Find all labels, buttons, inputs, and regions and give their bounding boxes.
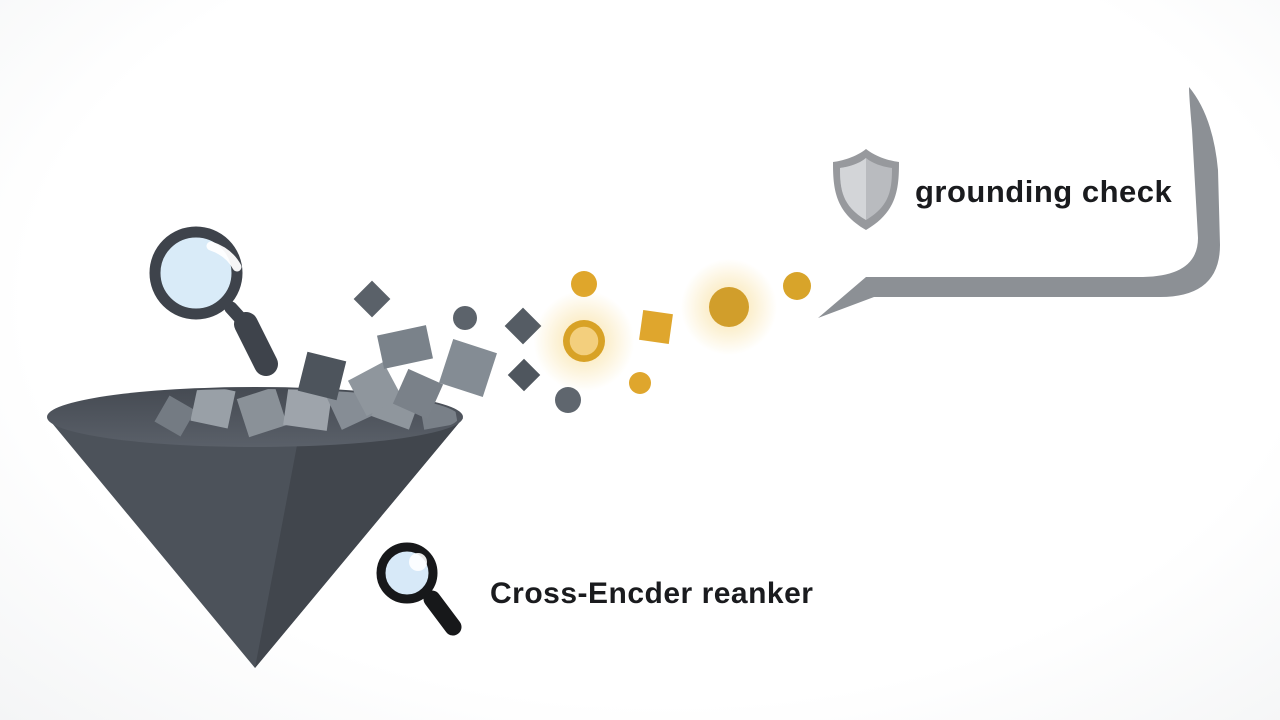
candidate-chunk-dot xyxy=(453,306,477,330)
candidate-chunk-square xyxy=(504,307,542,345)
candidate-chunks xyxy=(297,280,581,420)
grounding-check-text: grounding check xyxy=(915,174,1173,209)
magnifier-small-icon xyxy=(376,542,462,636)
swoosh-connector xyxy=(818,87,1220,318)
reranker-label: Cross-Encder reanker xyxy=(376,542,813,636)
candidate-chunk-square xyxy=(507,358,541,392)
selected-chunk-dot xyxy=(629,372,651,394)
selected-chunk-dot xyxy=(783,272,811,300)
selected-chunk-dot xyxy=(709,287,749,327)
funnel-chunk-square xyxy=(324,389,380,430)
candidate-chunk-square xyxy=(347,361,403,417)
reranker-text: Cross-Encder reanker xyxy=(490,577,813,610)
funnel-chunk-square xyxy=(236,389,288,438)
candidate-chunk-square xyxy=(439,339,497,397)
selected-chunk-dot xyxy=(571,271,597,297)
selected-chunk-coin-center xyxy=(569,326,599,356)
candidate-chunk-square xyxy=(377,325,433,369)
shield-icon xyxy=(833,149,899,230)
candidate-chunk-square xyxy=(392,368,444,420)
selected-chunk-square xyxy=(639,310,673,344)
candidate-chunk-square xyxy=(297,351,347,401)
grounding-check-label: grounding check xyxy=(833,149,1173,230)
funnel-cone-shaded-side xyxy=(255,418,463,668)
funnel-chunk-square xyxy=(154,395,196,437)
selected-chunks xyxy=(533,259,811,394)
funnel-chunk-square xyxy=(190,389,236,429)
magnifier-large-icon xyxy=(149,226,278,376)
candidate-chunk-dot xyxy=(555,387,581,413)
retrieval-funnel xyxy=(47,387,463,668)
candidate-chunk-square xyxy=(353,280,391,318)
